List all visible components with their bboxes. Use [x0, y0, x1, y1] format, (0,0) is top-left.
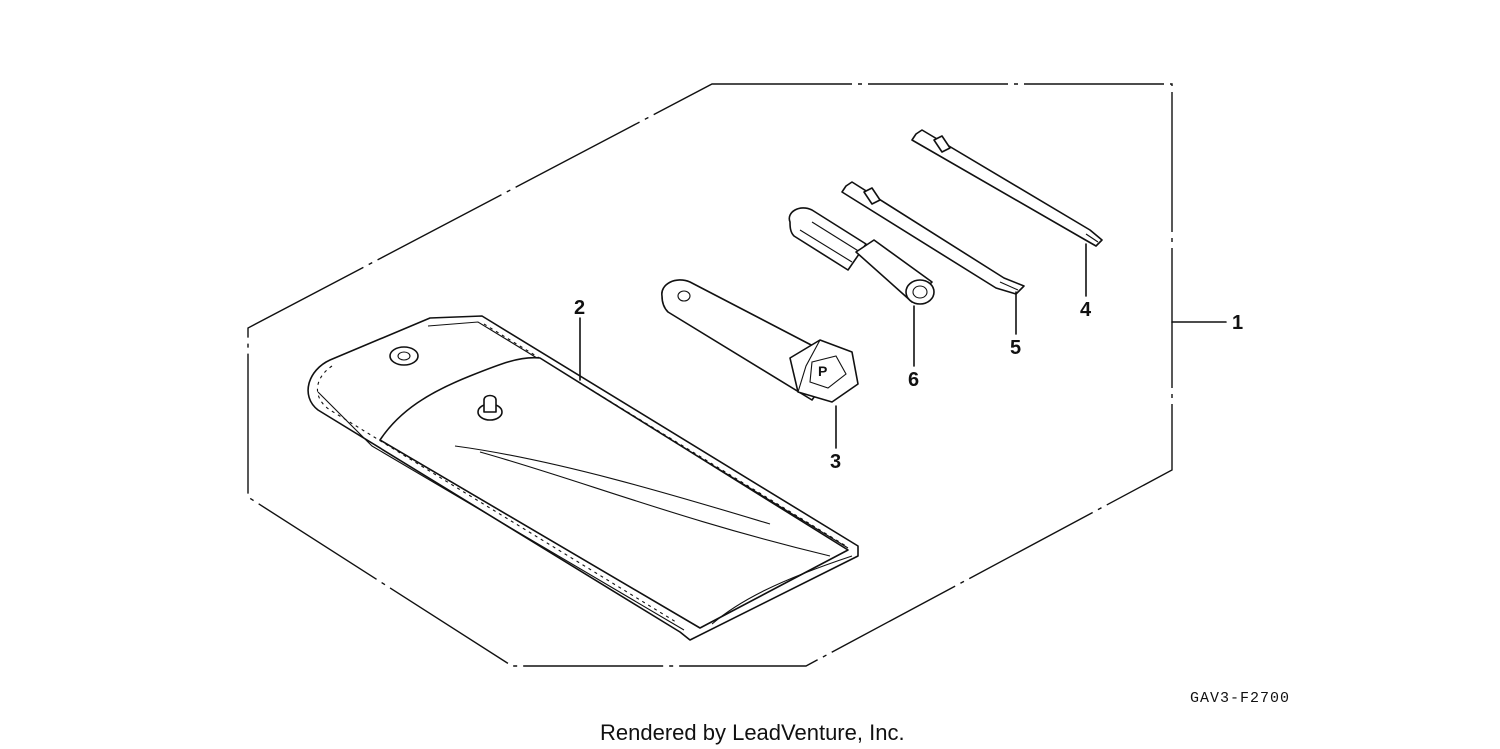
svg-text:P: P	[818, 363, 827, 379]
credit-line: Rendered by LeadVenture, Inc.	[600, 720, 905, 745]
callout-6[interactable]: 6	[908, 369, 919, 391]
plug-wrench: P	[661, 279, 859, 403]
callout-5[interactable]: 5	[1010, 337, 1021, 359]
diagram-code: GAV3-F2700	[1190, 690, 1290, 707]
phillips-screwdriver-bit	[911, 129, 1103, 247]
assembly-boundary	[247, 83, 1173, 667]
tool-pouch	[307, 315, 859, 641]
screwdriver-handle	[788, 207, 935, 305]
callout-3[interactable]: 3	[830, 451, 841, 473]
leader-lines	[579, 243, 1227, 449]
callout-4[interactable]: 4	[1080, 299, 1092, 321]
flat-screwdriver-bit	[841, 181, 1025, 295]
callout-1[interactable]: 1	[1232, 312, 1243, 334]
callout-2[interactable]: 2	[574, 297, 585, 319]
